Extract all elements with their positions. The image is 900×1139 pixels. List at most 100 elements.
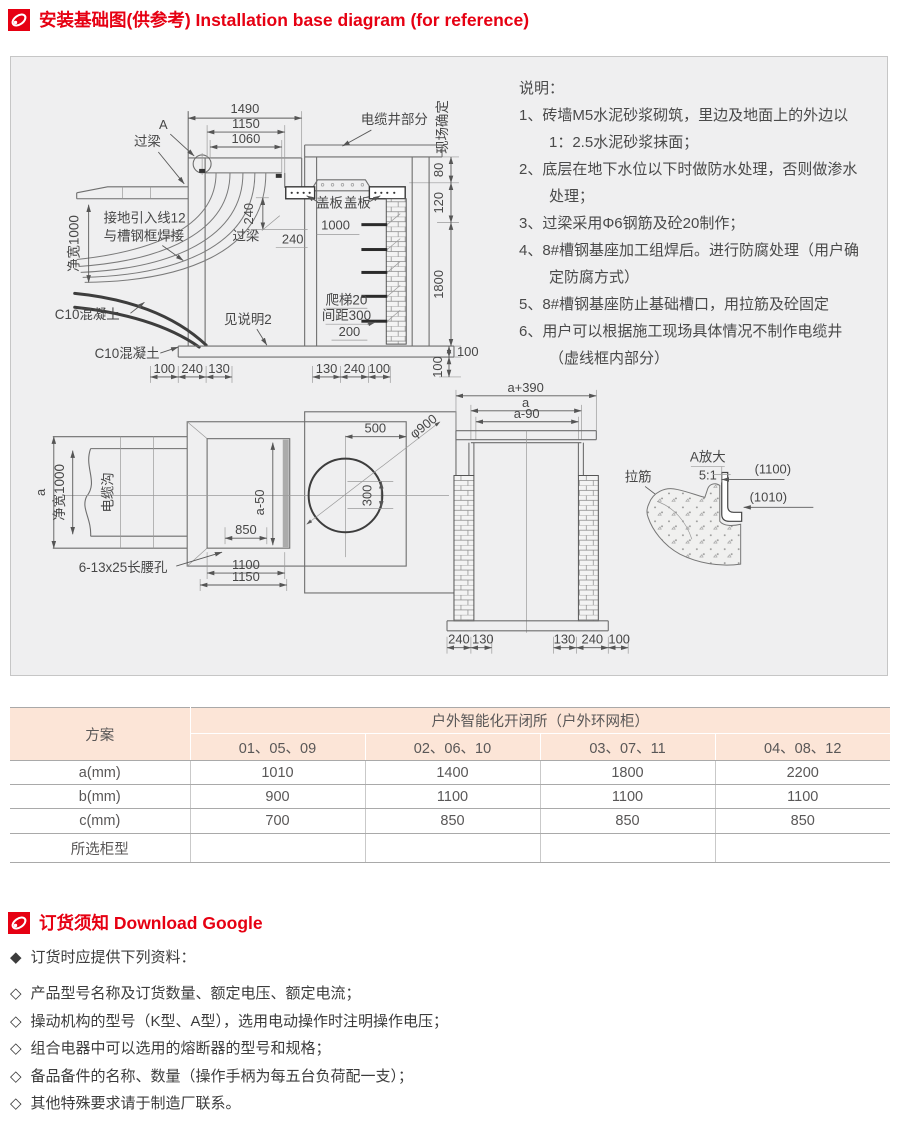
ordering-item: ◇操动机构的型号（K型、A型），选用电动操作时注明操作电压； [10,1008,448,1036]
ground-lead-line2: 与槽钢框焊接 [104,228,185,244]
section1-title: 安装基础图(供参考) Installation base diagram (fo… [39,10,530,30]
see-note2-label: 见说明2 [224,312,272,327]
dim-1150b: 1150 [232,569,260,584]
table-cell [189,833,365,863]
note-item: 6、用户可以根据施工现场具体情况不制作电缆井（虚线框内部分） [519,323,843,367]
row-label: 所选柜型 [10,833,190,863]
dim-br-240: 240 [344,361,366,376]
table-group-header: 户外智能化开闭所（户外环网柜） [189,707,890,734]
table-cell: 1100 [364,784,540,809]
dim-240-vertical: 240 [241,203,256,225]
installation-diagram: 1490 1150 1060 A 过梁 净宽1000 接地引入线12 与槽钢框焊… [33,100,814,654]
dim-1100-paren: (1100) [755,462,791,477]
lintel-label-1: 过梁 [134,134,161,149]
dim-200: 200 [339,324,361,339]
table-cell: 1100 [539,784,715,809]
site-determined-label: 现场确定 [435,100,450,154]
hollow-diamond-bullet: ◇ [10,1067,22,1085]
elevation-view: 1490 1150 1060 A 过梁 净宽1000 接地引入线12 与槽钢框焊… [55,100,479,383]
net-width-label-2: 净宽1000 [51,464,67,521]
dim-300: 300 [359,485,374,507]
dim-s130b: 130 [554,632,576,647]
table-row: b(mm) 900 1100 1100 1100 [10,784,890,809]
table-cell: 850 [364,808,540,834]
hollow-diamond-bullet: ◇ [10,1095,22,1113]
ground-lead-line1: 接地引入线12 [104,210,186,226]
ordering-intro: ◆ 订货时应提供下列资料： [10,946,448,970]
dim-br-130: 130 [316,361,338,376]
table-row: 所选柜型 [10,833,890,863]
ordering-item-text: 产品型号名称及订货数量、额定电压、额定电流； [30,985,361,1002]
dim-80: 80 [431,163,446,177]
ordering-item-text: 备品备件的名称、数量（操作手柄为每五台负荷配一支）； [30,1067,414,1085]
detail-a-marker: A [159,117,168,132]
table-cell: 2200 [714,760,890,785]
dim-850: 850 [235,522,257,537]
table-cell [714,833,890,863]
dim-bl-100: 100 [154,361,176,376]
section2-title: 订货须知 Download Google [39,913,263,933]
table-cell: 900 [189,784,365,809]
dim-100-a: 100 [457,344,479,359]
ladder-label-2: 间距300 [322,308,371,323]
cover-plate-label-1: 盖板 [316,196,343,211]
dim-a-90: a-90 [514,406,540,421]
ordering-item: ◇ 备品备件的名称、数量（操作手柄为每五台负荷配一支）； [10,1063,448,1091]
dim-100-b: 100 [430,356,445,378]
table-cell: 700 [189,808,365,834]
dim-bl-130: 130 [208,361,230,376]
table-cell: 850 [539,808,715,834]
dim-240-horizontal: 240 [282,232,304,247]
table-corner-header: 方案 [10,707,190,761]
c10-concrete-2: C10混凝土 [95,346,160,361]
section-view: a+390 a a-90 [446,380,688,654]
note-item: 1、砖墙M5水泥砂浆砌筑，里边及地面上的外边以1：2.5水泥砂浆抹面； [519,107,849,151]
note-item: 2、底层在地下水位以下时做防水处理，否则做渗水处理； [519,161,858,205]
dim-500: 500 [365,421,387,436]
row-label: a(mm) [10,760,190,785]
note-item: 4、8#槽钢基座加工组焊后。进行防腐处理（用户确定防腐方式） [519,242,860,286]
dim-sa: a [522,395,530,410]
dim-a: a [33,488,48,496]
dim-1150: 1150 [232,116,260,131]
table-cell: 1010 [189,760,365,785]
row-label: c(mm) [10,808,190,834]
hollow-diamond-bullet: ◇ [10,1040,22,1058]
ordering-notes: ◆订货时应提供下列资料： ◇产品型号名称及订货数量、额定电压、额定电流； ◇操动… [10,946,448,1118]
table-cell [364,833,540,863]
table-col-header: 03、07、11 [539,733,715,761]
ordering-item-text: 操动机构的型号（K型、A型），选用电动操作时注明操作电压； [30,1012,449,1030]
dim-s100: 100 [608,632,630,647]
ordering-item-text: 其他特殊要求请于制造厂联系。 [30,1095,241,1113]
filled-diamond-bullet: ◆ [10,949,22,966]
dim-1000: 1000 [321,218,350,233]
table-row: a(mm) 1010 1400 1800 2200 [10,760,890,785]
table-cell: 1100 [714,784,890,809]
plan-view: φ900 500 300 a-50 850 1100 1150 6-13x25长… [33,411,457,594]
dim-phi900: φ900 [407,411,440,441]
diagram-panel: 1490 1150 1060 A 过梁 净宽1000 接地引入线12 与槽钢框焊… [10,56,888,676]
dim-120: 120 [431,192,446,214]
ordering-intro-text: 订货时应提供下列资料： [30,949,196,966]
brand-icon [8,8,30,31]
dim-a-50: a-50 [252,489,267,515]
dim-1490: 1490 [231,101,260,116]
dim-a-390: a+390 [507,380,543,395]
ordering-item: ◇ 产品型号名称及订货数量、额定电压、额定电流； [10,980,448,1008]
c10-concrete-1: C10混凝土 [55,307,120,322]
dim-1060: 1060 [232,131,261,146]
ladder-label-1: 爬梯20 [326,292,368,307]
notes-block: 说明： 1、砖墙M5水泥砂浆砌筑，里边及地面上的外边以1：2.5水泥砂浆抹面； … [519,75,865,372]
slot-holes-label: 6-13x25长腰孔 [79,560,168,575]
ordering-item: ◇ 其他特殊要求请于制造厂联系。 [10,1090,448,1118]
hollow-diamond-bullet: ◇ [10,985,22,1002]
cable-trench-label: 电缆沟 [101,472,116,512]
dim-s240b: 240 [582,632,604,647]
detail-a-scale: 5:1 [699,467,717,482]
dim-1100: 1100 [232,557,260,572]
dim-1010-paren: (1010) [750,489,787,504]
note-item: 3、过梁采用Φ6钢筋及砼20制作； [519,215,745,232]
table-cell: 1800 [539,760,715,785]
table-col-header: 01、05、09 [189,733,365,761]
